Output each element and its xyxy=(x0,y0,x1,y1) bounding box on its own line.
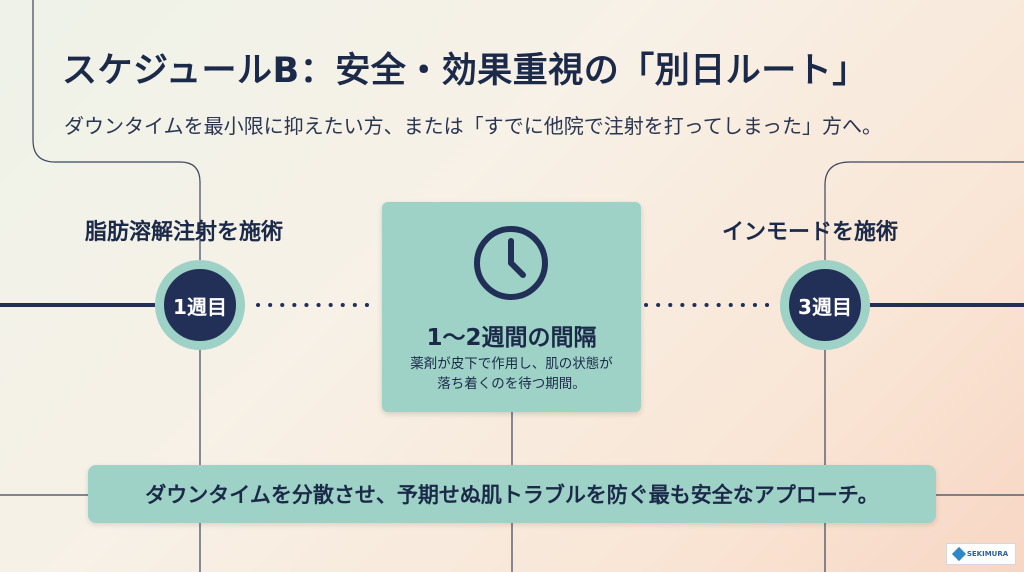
summary-banner: ダウンタイムを分散させ、予期せぬ肌トラブルを防ぐ最も安全なアプローチ。 xyxy=(88,465,936,523)
clock-icon xyxy=(474,226,548,300)
interval-desc-line2: 落ち着くのを待つ期間。 xyxy=(437,376,586,392)
step2-node-label: 3週目 xyxy=(798,294,852,319)
interval-box: 1〜2週間の間隔 薬剤が皮下で作用し、肌の状態が 落ち着くのを待つ期間。 xyxy=(382,202,641,412)
step1-label: 脂肪溶解注射を施術 xyxy=(85,220,284,245)
step2-label: インモードを施術 xyxy=(722,220,899,245)
brand-logo: SEKIMURA xyxy=(946,543,1016,565)
interval-desc-line1: 薬剤が皮下で作用し、肌の状態が xyxy=(410,356,613,372)
interval-description: 薬剤が皮下で作用し、肌の状態が 落ち着くのを待つ期間。 xyxy=(382,354,641,394)
interval-title: 1〜2週間の間隔 xyxy=(426,325,597,351)
page-subtitle: ダウンタイムを最小限に抑えたい方、または「すでに他院で注射を打ってしまった」方へ… xyxy=(64,114,882,138)
logo-mark-icon xyxy=(951,546,966,562)
step1-node: 1週目 xyxy=(155,260,245,350)
step2-node: 3週目 xyxy=(780,260,870,350)
logo-text: SEKIMURA xyxy=(966,550,1009,558)
step1-node-label: 1週目 xyxy=(173,294,227,319)
page-title: スケジュールB：安全・効果重視の「別日ルート」 xyxy=(62,51,868,91)
